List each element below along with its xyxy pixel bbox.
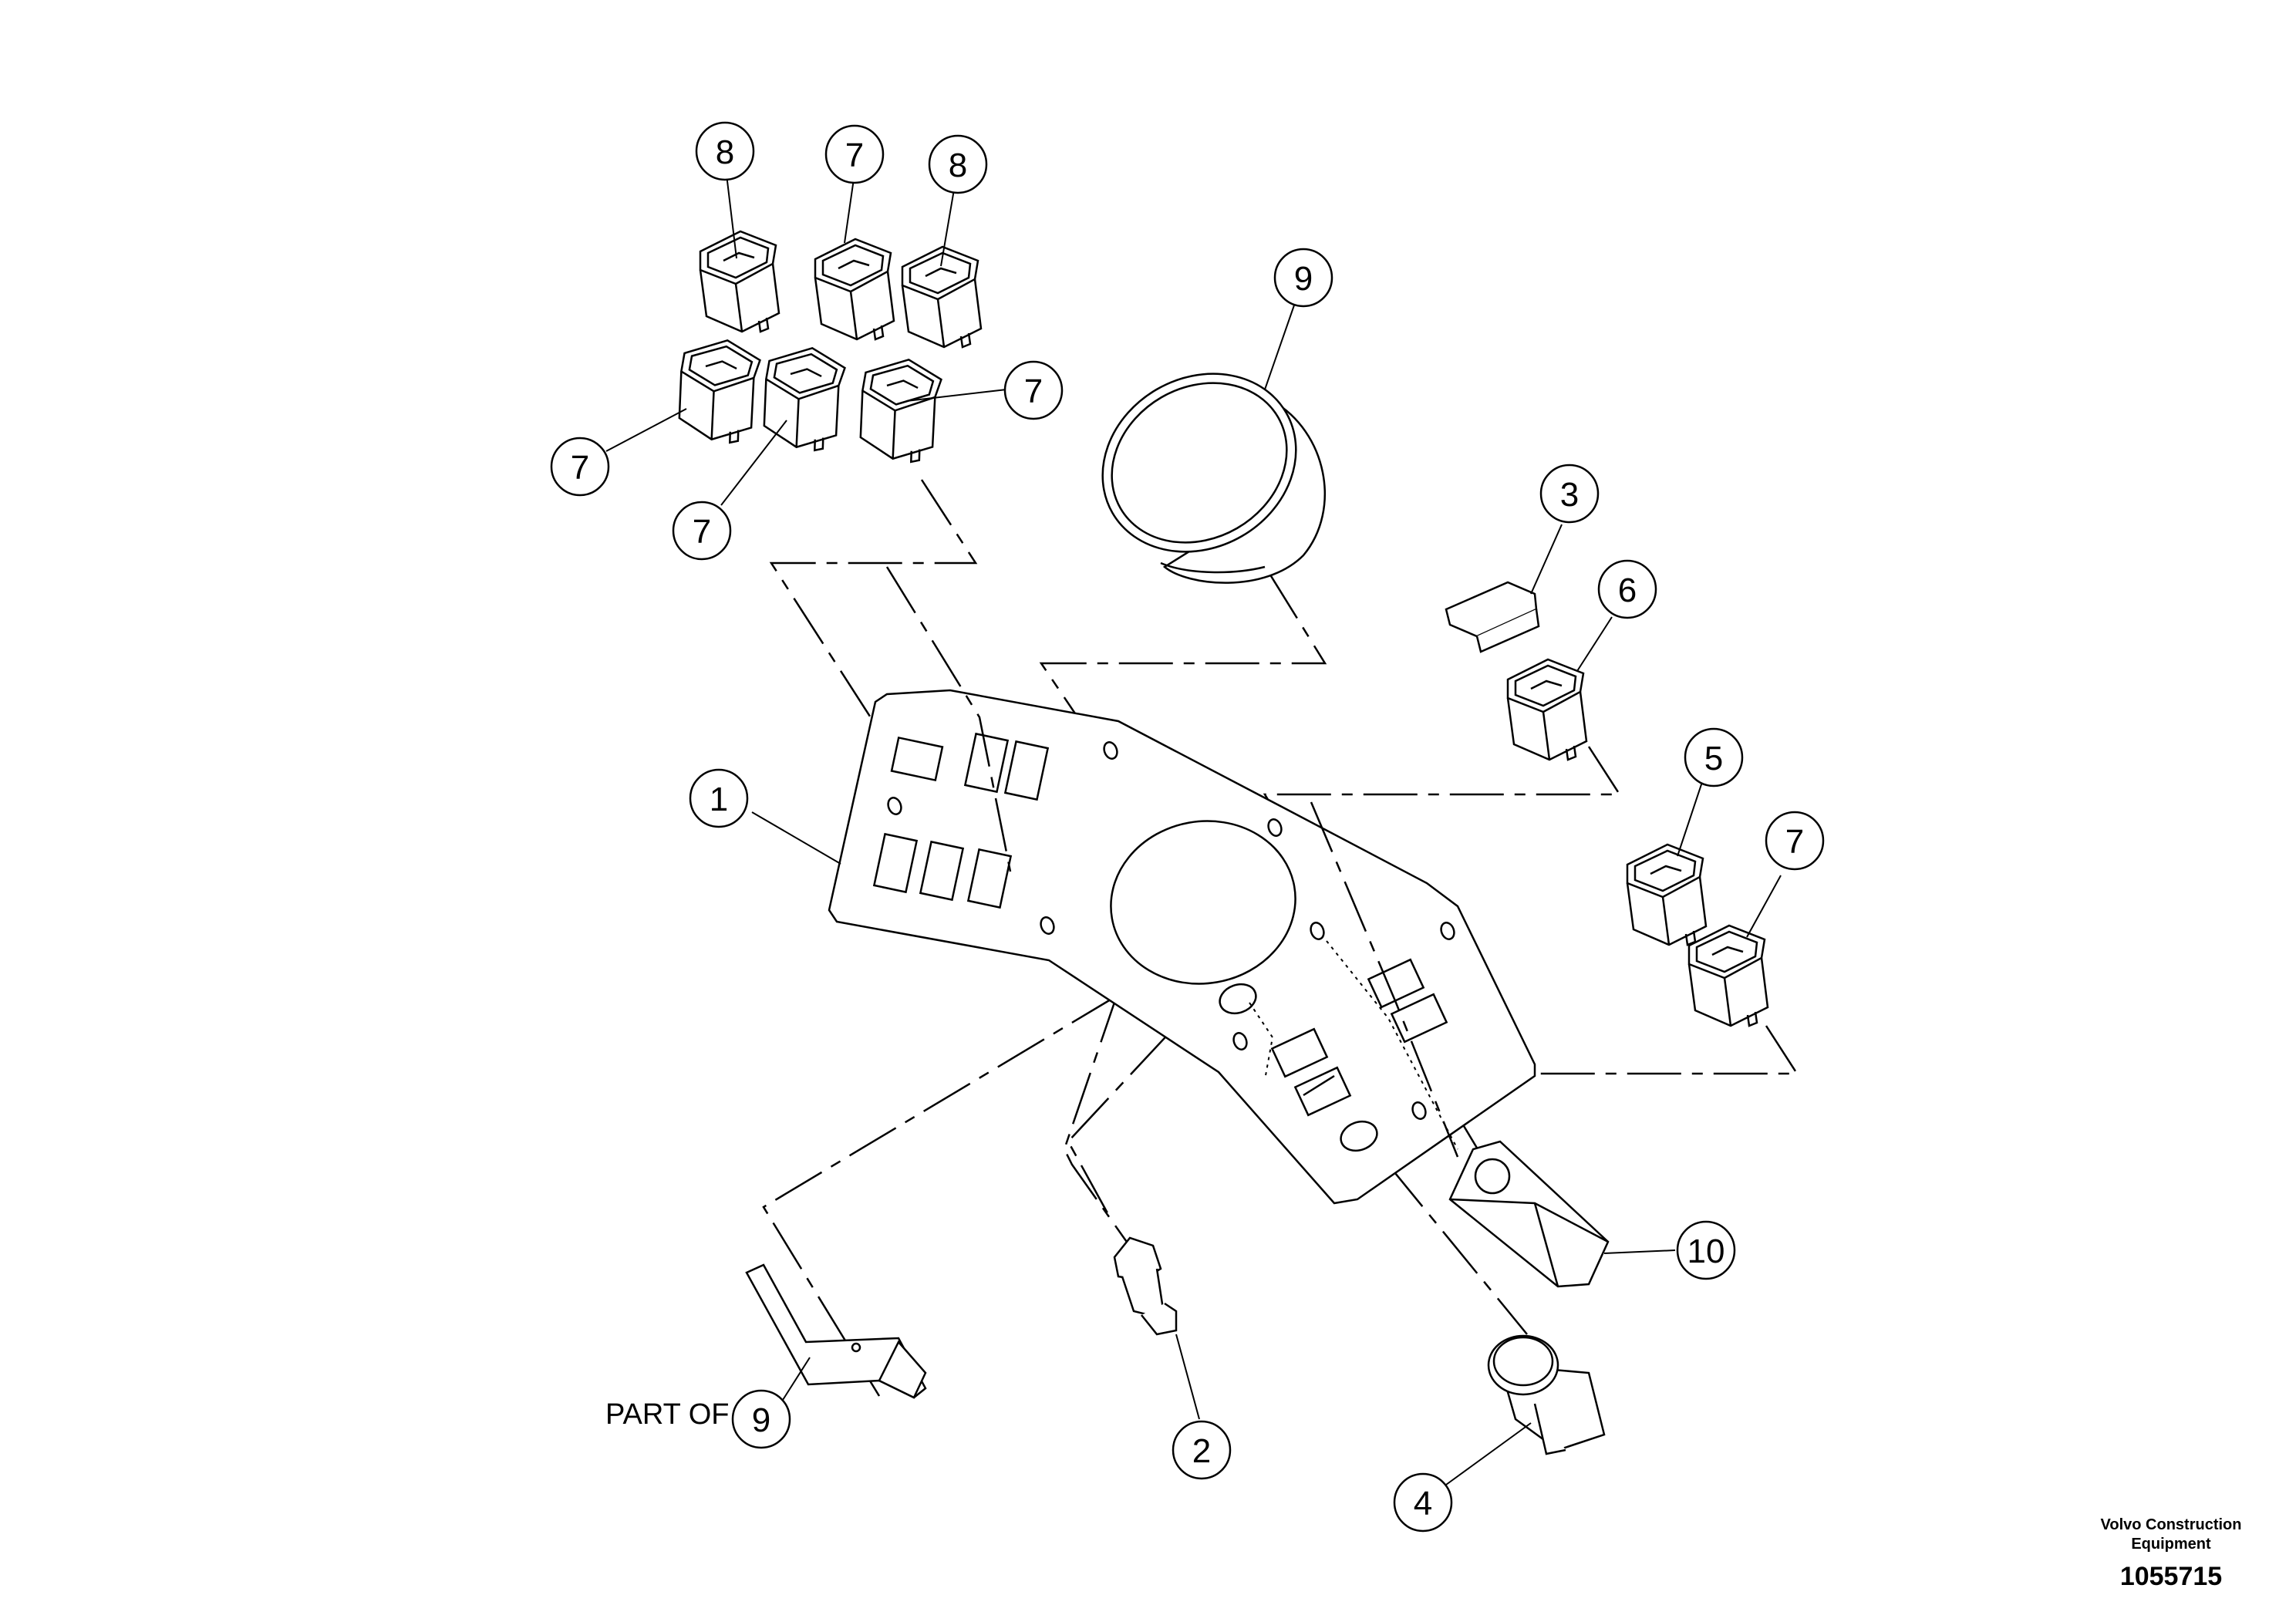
svg-text:3: 3 <box>1560 476 1579 514</box>
callout-9: 9 <box>1273 248 1333 308</box>
rocker-switch <box>669 332 767 447</box>
rocker-switch <box>699 230 781 333</box>
callout-10: 10 <box>1676 1220 1736 1280</box>
bracket-part <box>745 1263 927 1399</box>
svg-text:7: 7 <box>693 513 711 551</box>
svg-text:2: 2 <box>1192 1432 1211 1470</box>
callout-leaders <box>605 167 1782 1485</box>
svg-text:9: 9 <box>752 1401 770 1439</box>
callout-8: 8 <box>695 121 755 181</box>
svg-text:8: 8 <box>949 147 967 184</box>
rocker-switch <box>851 352 948 467</box>
callout-6: 6 <box>1597 559 1657 619</box>
svg-text:7: 7 <box>1785 823 1804 861</box>
svg-text:7: 7 <box>571 449 589 487</box>
svg-text:1: 1 <box>710 781 728 818</box>
title-block: Volvo Construction Equipment 1055715 <box>2101 1516 2242 1591</box>
callout-7: 7 <box>1765 811 1825 871</box>
control-handle <box>1448 1140 1610 1288</box>
svg-text:10: 10 <box>1687 1233 1725 1270</box>
callout-7: 7 <box>550 437 610 497</box>
company-name-line2: Equipment <box>2131 1536 2211 1553</box>
svg-text:6: 6 <box>1618 572 1637 609</box>
push-button <box>1487 1334 1606 1455</box>
callout-1: 1 <box>689 768 749 828</box>
callout-5: 5 <box>1684 727 1744 787</box>
gauge <box>1101 373 1326 584</box>
rocker-switch <box>1687 924 1769 1027</box>
callout-4: 4 <box>1393 1472 1453 1533</box>
rocker-switch <box>1506 658 1588 761</box>
callout-3: 3 <box>1539 464 1600 524</box>
drawing-number: 1055715 <box>2120 1562 2222 1591</box>
cover-cap <box>1445 581 1540 653</box>
callout-8: 8 <box>928 134 988 194</box>
svg-text:4: 4 <box>1414 1485 1432 1523</box>
callout-7: 7 <box>824 124 885 184</box>
svg-text:5: 5 <box>1704 740 1723 777</box>
rocker-switch <box>814 238 895 341</box>
rocker-switch <box>754 340 851 455</box>
svg-text:8: 8 <box>716 133 734 171</box>
callout-9: 9 <box>731 1389 791 1449</box>
svg-text:9: 9 <box>1294 260 1313 298</box>
bulb-socket <box>1113 1236 1178 1336</box>
callout-2: 2 <box>1172 1420 1232 1480</box>
svg-text:7: 7 <box>1024 373 1043 410</box>
dashboard-panel <box>828 689 1536 1205</box>
callout-7: 7 <box>1003 360 1064 420</box>
assembly-dashed-lines-front <box>885 566 1459 1158</box>
svg-text:7: 7 <box>845 137 864 174</box>
part-of-label: PART OF <box>605 1398 729 1431</box>
callout-7: 7 <box>672 501 732 561</box>
company-name-line1: Volvo Construction <box>2101 1516 2242 1533</box>
dotted-line <box>1249 940 1458 1150</box>
rocker-switch <box>1626 843 1708 946</box>
